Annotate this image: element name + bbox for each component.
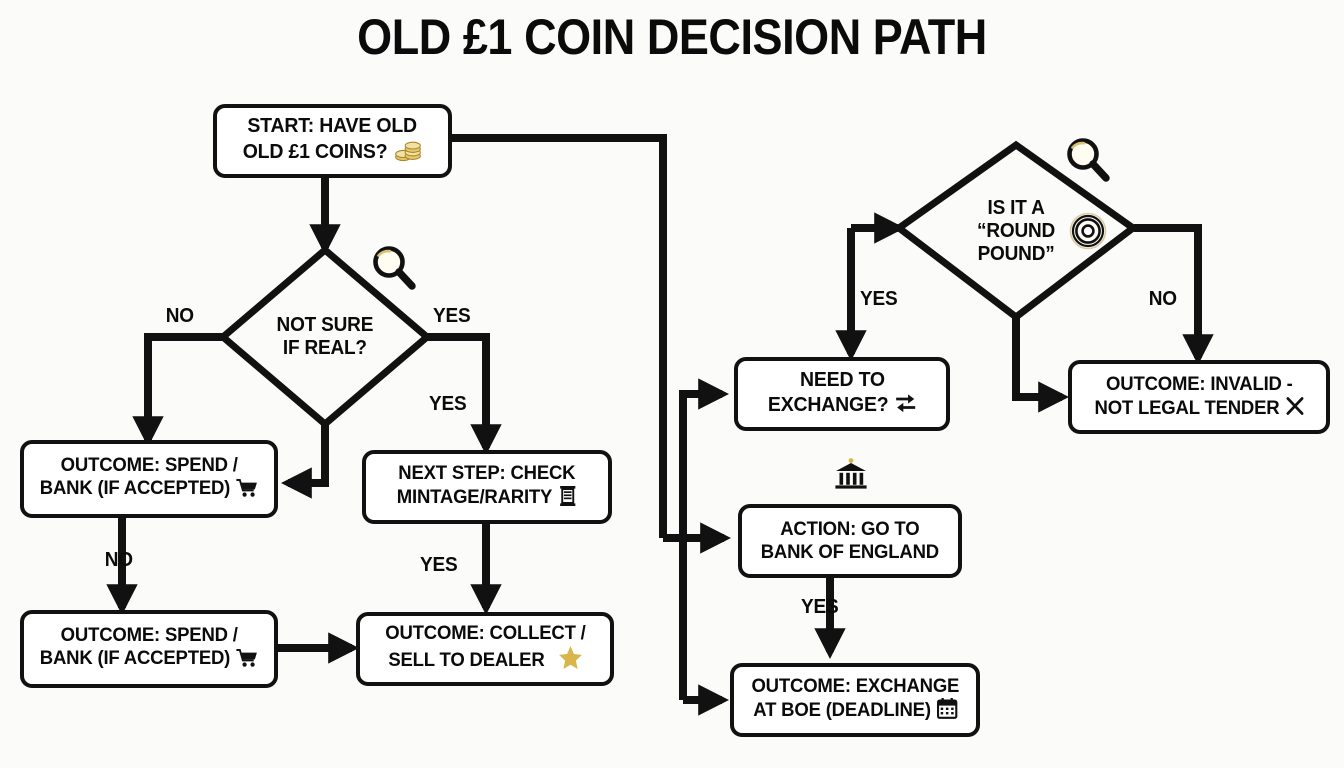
node-notsure-line1: NOT SURE xyxy=(276,314,374,336)
node-exchangeboe-line1: OUTCOME: EXCHANGE xyxy=(751,675,959,698)
node-roundpound-line2: “ROUND xyxy=(976,219,1056,242)
ring-coin-icon xyxy=(1068,211,1108,256)
node-start-line2: OLD £1 COINS? xyxy=(243,140,388,163)
node-goboe-line1: ACTION: GO TO xyxy=(780,518,920,541)
magnifier-icon xyxy=(1062,135,1114,192)
diamond-roundpound-outline xyxy=(893,140,1139,322)
cart-icon xyxy=(236,478,259,504)
edge-roundpound-no xyxy=(1134,224,1214,365)
node-outcome-spend-bank-1[interactable]: OUTCOME: SPEND / BANK (IF ACCEPTED) xyxy=(20,440,278,518)
edge-notsure-bottom xyxy=(281,425,329,499)
cart-icon xyxy=(236,648,259,674)
bank-icon xyxy=(833,458,869,497)
node-roundpound-line1: IS IT A xyxy=(987,196,1045,219)
star-icon xyxy=(557,645,582,676)
diamond-notsure-outline xyxy=(217,245,433,429)
exchange-icon xyxy=(894,392,917,420)
coins-icon xyxy=(393,138,422,168)
node-action-go-to-boe[interactable]: ACTION: GO TO BANK OF ENGLAND xyxy=(738,504,962,578)
node-invalid-line1: OUTCOME: INVALID - xyxy=(1105,372,1293,395)
node-spend1-line1: OUTCOME: SPEND / xyxy=(60,454,238,477)
edge-label-round-pound-yes: YES xyxy=(859,288,898,310)
edge-notsure-yes xyxy=(428,333,502,455)
node-outcome-exchange-boe[interactable]: OUTCOME: EXCHANGE AT BOE (DEADLINE) xyxy=(730,663,980,737)
calendar-icon xyxy=(936,698,957,725)
node-spend2-line1: OUTCOME: SPEND / xyxy=(60,624,238,647)
node-spend1-line2: BANK (IF ACCEPTED) xyxy=(39,477,231,499)
node-not-sure-if-real[interactable]: NOT SURE IF REAL? xyxy=(223,250,427,424)
node-nextstep-line2: MINTAGE/RARITY xyxy=(396,485,553,508)
edge-label-round-pound-no: NO xyxy=(1148,288,1177,310)
edge-roundpound-bottom xyxy=(1012,318,1069,413)
edge-label-not-sure-no: NO xyxy=(165,305,194,327)
node-start-line1: START: HAVE OLD xyxy=(247,114,418,138)
node-needexchange-line1: NEED TO xyxy=(799,368,885,392)
edge-label-not-sure-yes-right: YES xyxy=(432,305,471,327)
node-outcome-invalid[interactable]: OUTCOME: INVALID - NOT LEGAL TENDER xyxy=(1068,360,1330,434)
node-nextstep-line1: NEXT STEP: CHECK xyxy=(398,461,576,484)
node-need-to-exchange[interactable]: NEED TO EXCHANGE? xyxy=(734,357,950,431)
node-needexchange-line2: EXCHANGE? xyxy=(767,393,889,416)
edge-notsure-no xyxy=(132,333,222,447)
node-collect-line1: OUTCOME: COLLECT / xyxy=(384,622,586,645)
node-next-step-mintage[interactable]: NEXT STEP: CHECK MINTAGE/RARITY xyxy=(362,450,612,524)
node-roundpound-line3: POUND” xyxy=(977,242,1055,265)
node-goboe-line2: BANK OF ENGLAND xyxy=(760,541,940,563)
cross-icon xyxy=(1285,396,1304,422)
node-invalid-line2: NOT LEGAL TENDER xyxy=(1094,396,1280,419)
node-notsure-line2: IF REAL? xyxy=(283,337,367,359)
page-title: OLD £1 COIN DECISION PATH xyxy=(357,9,987,65)
scroll-icon xyxy=(558,485,577,513)
edge-start-to-trunk xyxy=(452,134,667,538)
node-outcome-spend-bank-2[interactable]: OUTCOME: SPEND / BANK (IF ACCEPTED) xyxy=(20,610,278,688)
node-exchangeboe-line2: AT BOE (DEADLINE) xyxy=(752,699,931,721)
node-spend2-line2: BANK (IF ACCEPTED) xyxy=(39,647,231,669)
edge-label-boe-yes: YES xyxy=(800,596,839,618)
edge-label-not-sure-yes-down: YES xyxy=(428,393,467,415)
edge-label-spend-to-spend-no: NO xyxy=(104,549,133,571)
edge-label-next-to-collect-yes: YES xyxy=(419,554,458,576)
node-is-it-round-pound[interactable]: IS IT A “ROUND POUND” xyxy=(899,145,1133,317)
node-start[interactable]: START: HAVE OLD OLD £1 COINS? xyxy=(213,104,452,178)
magnifier-icon xyxy=(368,243,420,300)
node-outcome-collect-sell[interactable]: OUTCOME: COLLECT / SELL TO DEALER xyxy=(356,612,614,686)
node-collect-line2: SELL TO DEALER xyxy=(387,649,545,671)
